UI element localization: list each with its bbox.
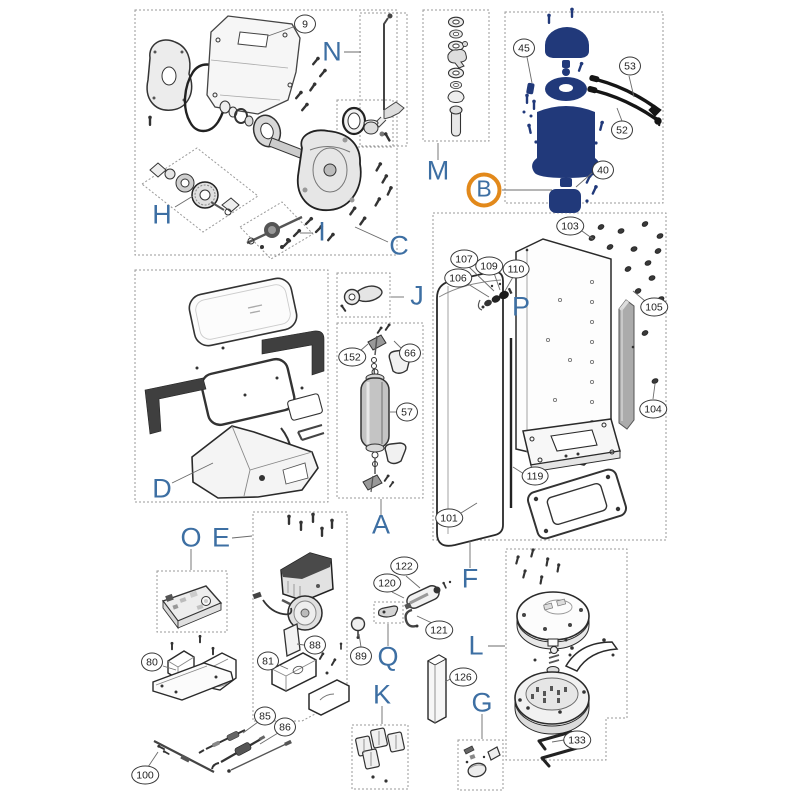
section-a-spring-art — [360, 322, 412, 493]
bracket-80-art — [152, 634, 237, 701]
section-m-art — [447, 16, 468, 137]
part-badge-100: 100 — [131, 765, 159, 785]
small-release-parts-art — [350, 580, 452, 724]
part-badge-53: 53 — [619, 56, 641, 76]
section-label-b: B — [476, 175, 492, 202]
part-badge-121: 121 — [425, 620, 453, 640]
part-badge-103: 103 — [556, 216, 584, 236]
section-label-o: O — [180, 522, 202, 553]
part-badge-88: 88 — [304, 635, 326, 655]
part-badge-89: 89 — [350, 646, 372, 666]
part-badge-110: 110 — [502, 259, 530, 279]
section-label-f: F — [461, 563, 479, 594]
section-label-m: M — [426, 155, 450, 186]
part-badge-81: 81 — [257, 651, 279, 671]
section-d-art — [144, 277, 325, 499]
part-badge-52: 52 — [611, 120, 633, 140]
section-label-a: A — [371, 509, 391, 540]
part-badge-152: 152 — [338, 347, 366, 367]
section-g-art — [463, 745, 501, 778]
part-badge-105: 105 — [640, 297, 668, 317]
section-e-art — [252, 512, 350, 716]
section-label-j: J — [410, 280, 424, 311]
section-label-k: K — [372, 679, 392, 710]
section-k-art — [355, 727, 405, 783]
gearmotor-exploded-art — [146, 13, 405, 249]
section-label-e: E — [211, 522, 231, 553]
part-badge-107: 107 — [450, 249, 478, 269]
section-j-art — [339, 285, 383, 313]
part-badge-119: 119 — [521, 466, 549, 486]
section-label-q: Q — [377, 641, 399, 672]
section-label-g: G — [471, 687, 493, 718]
section-label-h: H — [152, 199, 172, 230]
part-badge-45: 45 — [513, 38, 535, 58]
section-label-p: P — [511, 291, 531, 322]
cabinet-art — [436, 220, 666, 547]
part-badge-9: 9 — [294, 14, 316, 34]
part-badge-85: 85 — [254, 706, 276, 726]
part-badge-120: 120 — [373, 573, 401, 593]
section-label-n: N — [322, 36, 342, 67]
part-badge-66: 66 — [399, 343, 421, 363]
part-badge-126: 126 — [449, 667, 477, 687]
part-badge-40: 40 — [592, 160, 614, 180]
part-badge-133: 133 — [563, 730, 591, 750]
section-label-d: D — [152, 473, 172, 504]
section-l-art — [514, 548, 619, 735]
part-badge-106: 106 — [444, 268, 472, 288]
section-label-i: I — [318, 216, 326, 247]
part-badge-104: 104 — [639, 399, 667, 419]
part-badge-86: 86 — [274, 717, 296, 737]
part-badge-122: 122 — [390, 556, 418, 576]
section-label-c: C — [389, 230, 409, 261]
part-badge-80: 80 — [141, 652, 163, 672]
section-label-l: L — [468, 630, 484, 661]
control-board-art — [161, 585, 223, 630]
section-highlight-b: B — [466, 172, 502, 208]
part-badge-57: 57 — [396, 402, 418, 422]
part-badge-109: 109 — [475, 256, 503, 276]
part-badge-101: 101 — [435, 508, 463, 528]
cables-art — [153, 729, 292, 773]
section-b-motor-art — [522, 7, 662, 213]
